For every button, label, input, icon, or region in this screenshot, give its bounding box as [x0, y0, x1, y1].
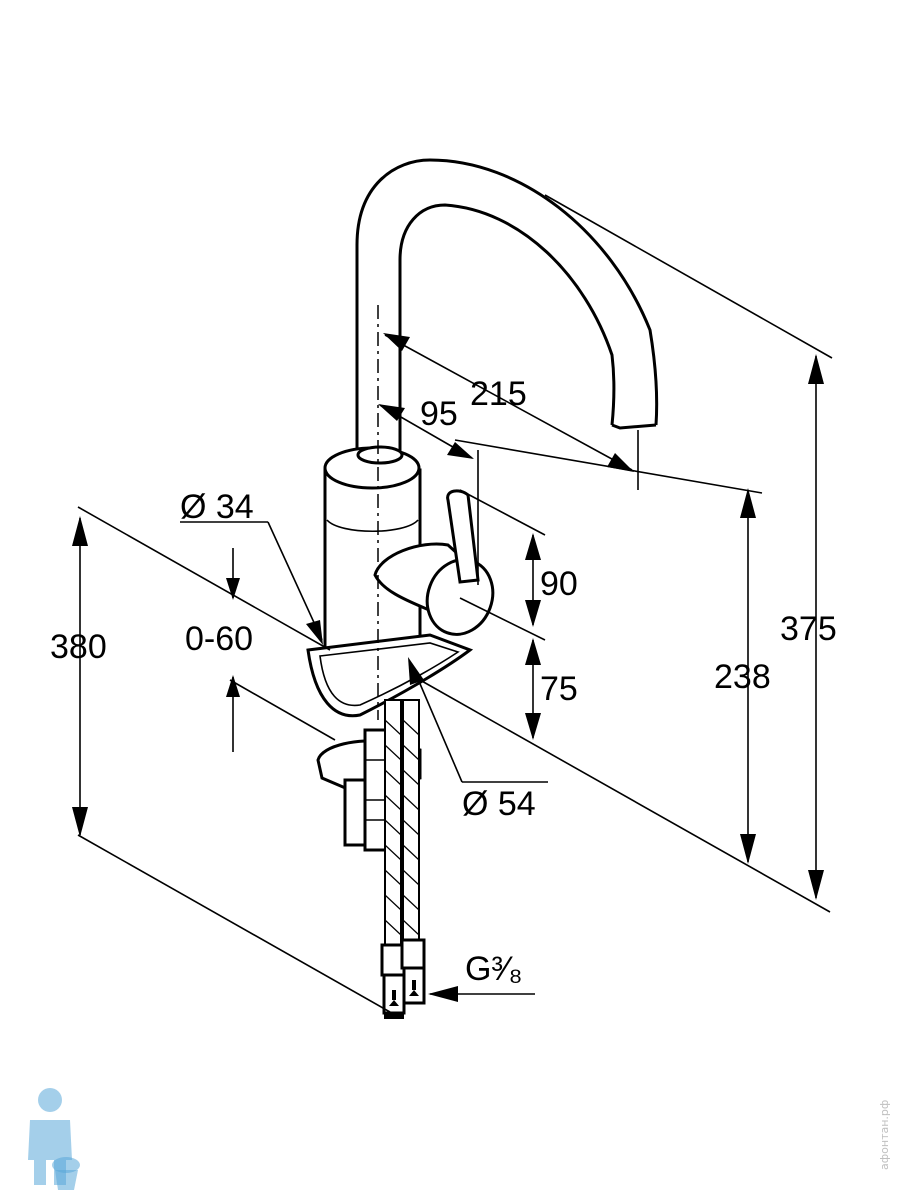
dim-label-g38: G³⁄₈ — [465, 950, 523, 988]
faucet-spout — [355, 158, 659, 455]
dim-label-d34: Ø 34 — [180, 488, 254, 526]
dim-spout-height: 238 — [714, 488, 771, 864]
dim-label-215: 215 — [470, 375, 527, 413]
dim-diameter-base: Ø 54 — [408, 657, 548, 823]
extension-lines — [77, 194, 833, 1013]
plumber-mascot-icon — [28, 1088, 80, 1190]
dim-under-length: 380 — [50, 516, 107, 837]
dim-body-height: 75 — [525, 638, 578, 740]
dim-total-height: 375 — [780, 354, 837, 900]
dim-diameter-body: Ø 34 — [180, 488, 323, 645]
dim-label-380: 380 — [50, 628, 107, 666]
dim-label-238: 238 — [714, 658, 771, 696]
dim-label-90: 90 — [540, 565, 578, 603]
dim-reach-handle: 95 — [378, 395, 479, 585]
dim-handle-height: 90 — [525, 533, 578, 627]
dim-deck-thickness: 0-60 — [185, 548, 253, 752]
dim-label-95: 95 — [420, 395, 458, 433]
dim-connection-thread: G³⁄₈ — [428, 950, 535, 1002]
watermark-side-text: афонтан.рф — [878, 1100, 891, 1170]
faucet-lever-handle — [373, 489, 495, 636]
dim-label-75: 75 — [540, 670, 578, 708]
faucet-base-plate — [306, 633, 474, 718]
dim-label-375: 375 — [780, 610, 837, 648]
supply-hoses — [380, 699, 426, 1019]
dim-label-d54: Ø 54 — [462, 785, 536, 823]
dim-label-0-60: 0-60 — [185, 620, 253, 658]
